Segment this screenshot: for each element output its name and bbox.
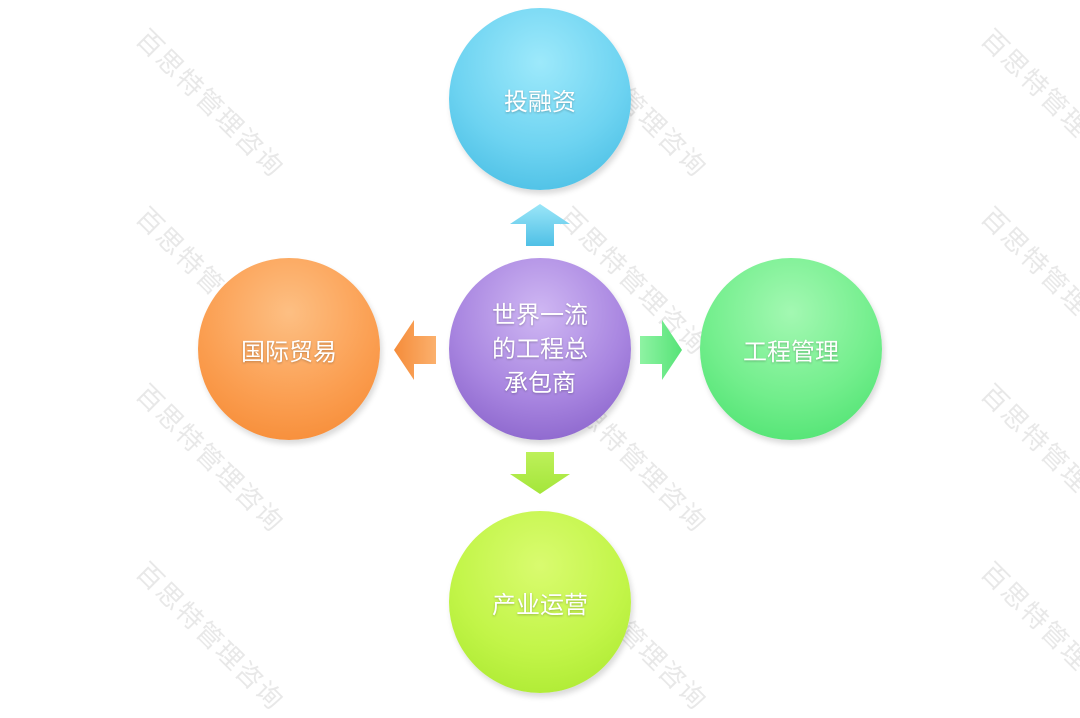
node-label: 工程管理 [743,337,839,366]
watermark: 百思特管理咨询 [974,557,1080,718]
watermark: 百思特管理咨询 [974,379,1080,540]
node-international-trade: 国际贸易 [198,258,380,440]
node-engineering-management: 工程管理 [700,258,882,440]
watermark: 百思特管理咨询 [129,24,290,185]
center-label: 世界一流 的工程总 承包商 [492,301,588,397]
node-label: 产业运营 [492,590,588,619]
watermark: 百思特管理咨询 [974,202,1080,363]
watermark: 百思特管理咨询 [974,24,1080,185]
node-investment-financing: 投融资 [449,8,631,190]
arrow-right-icon [640,320,682,380]
arrow-down-icon [510,452,570,494]
arrow-left-icon [394,320,436,380]
watermark: 百思特管理咨询 [129,557,290,718]
node-label: 投融资 [504,87,576,116]
node-center-epc-contractor: 世界一流 的工程总 承包商 [449,258,631,440]
node-label: 国际贸易 [241,337,337,366]
node-industry-operation: 产业运营 [449,511,631,693]
arrow-up-icon [510,204,570,246]
